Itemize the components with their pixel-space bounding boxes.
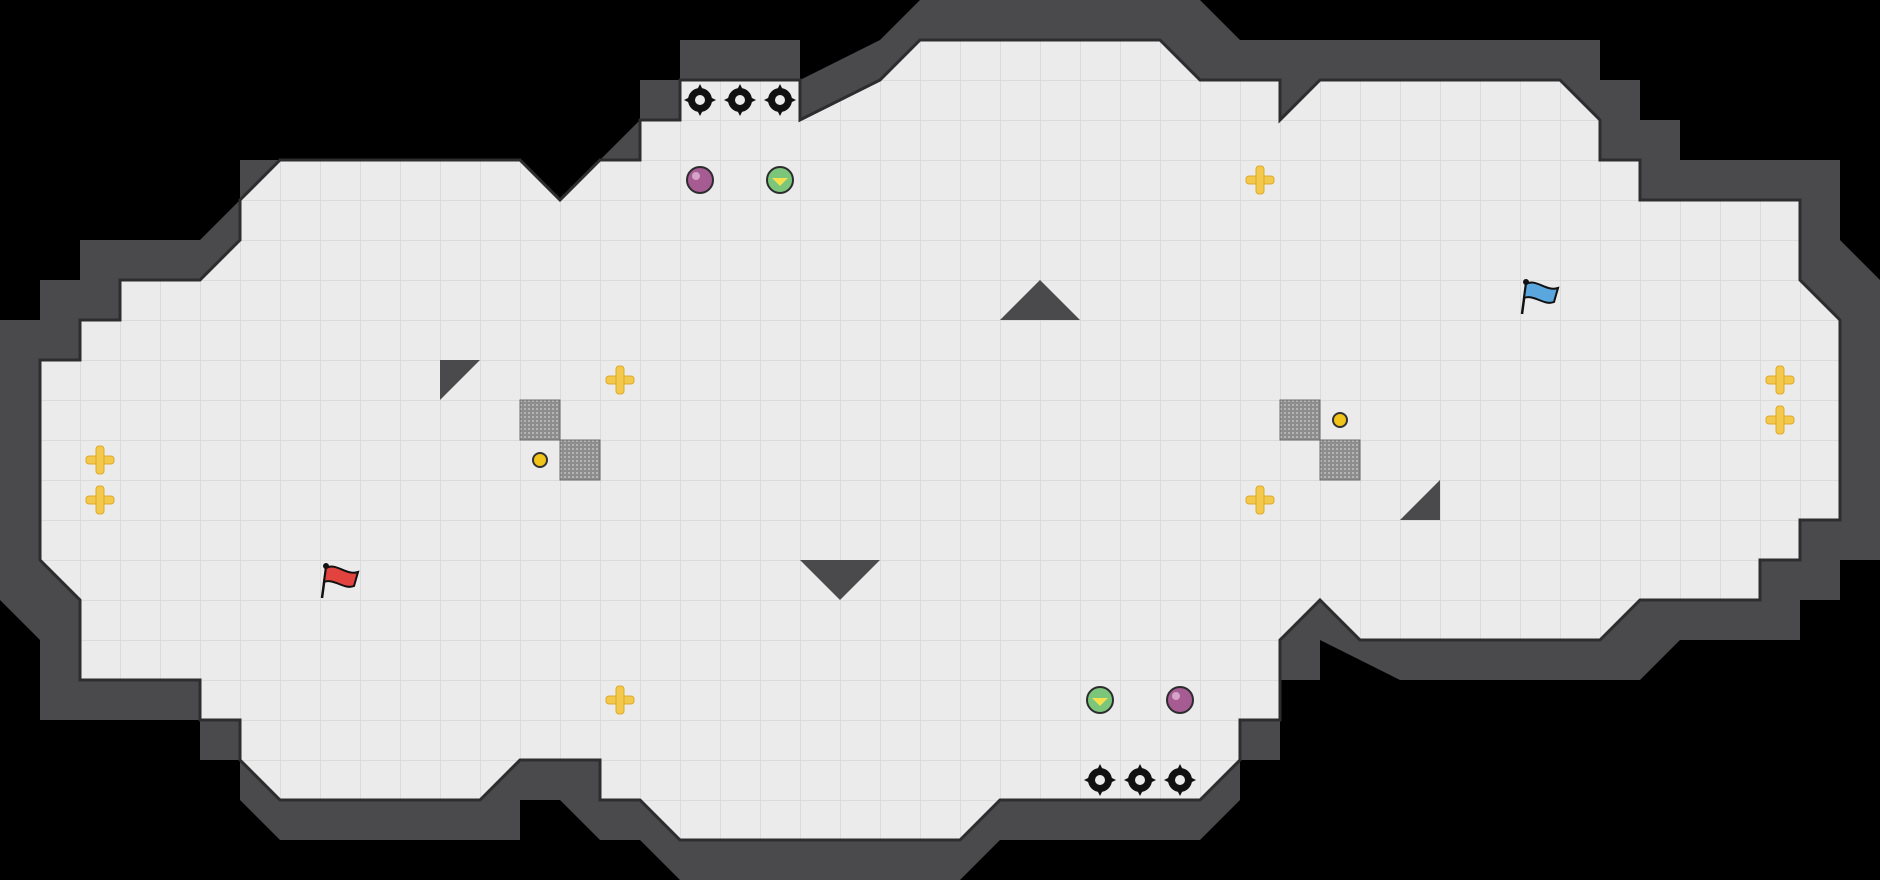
boost-icon[interactable] [1245,165,1275,195]
boost-icon[interactable] [1765,405,1795,435]
spike-icon[interactable] [1084,764,1116,796]
gate-tile [519,399,561,441]
spike-icon[interactable] [764,84,796,116]
spike-icon[interactable] [1124,764,1156,796]
red-flag-icon[interactable] [320,563,360,599]
wall-triangle [1400,480,1440,520]
spike-icon[interactable] [1164,764,1196,796]
boost-icon[interactable] [605,685,635,715]
gate-tile [559,439,601,481]
portal-icon[interactable] [532,452,548,468]
boost-icon[interactable] [85,485,115,515]
bomb-icon[interactable] [1166,686,1194,714]
portal-icon[interactable] [1332,412,1348,428]
bomb-icon[interactable] [686,166,714,194]
spike-icon[interactable] [724,84,756,116]
wall-triangle [440,360,480,400]
spikes-top [684,84,796,116]
boost-group [85,165,1795,715]
spikes-bottom [1084,764,1196,796]
boost-icon[interactable] [1245,485,1275,515]
wall-triangle [800,560,880,600]
boost-icon[interactable] [1765,365,1795,395]
boost-icon[interactable] [85,445,115,475]
wall-triangle [1000,280,1080,320]
gate-tile [1279,399,1321,441]
gate-tile [1319,439,1361,481]
boost-icon[interactable] [605,365,635,395]
powerup-icon[interactable] [766,166,794,194]
blue-flag-icon[interactable] [1520,279,1560,315]
spike-icon[interactable] [684,84,716,116]
floor-outline [38,38,1842,842]
powerup-icon[interactable] [1086,686,1114,714]
